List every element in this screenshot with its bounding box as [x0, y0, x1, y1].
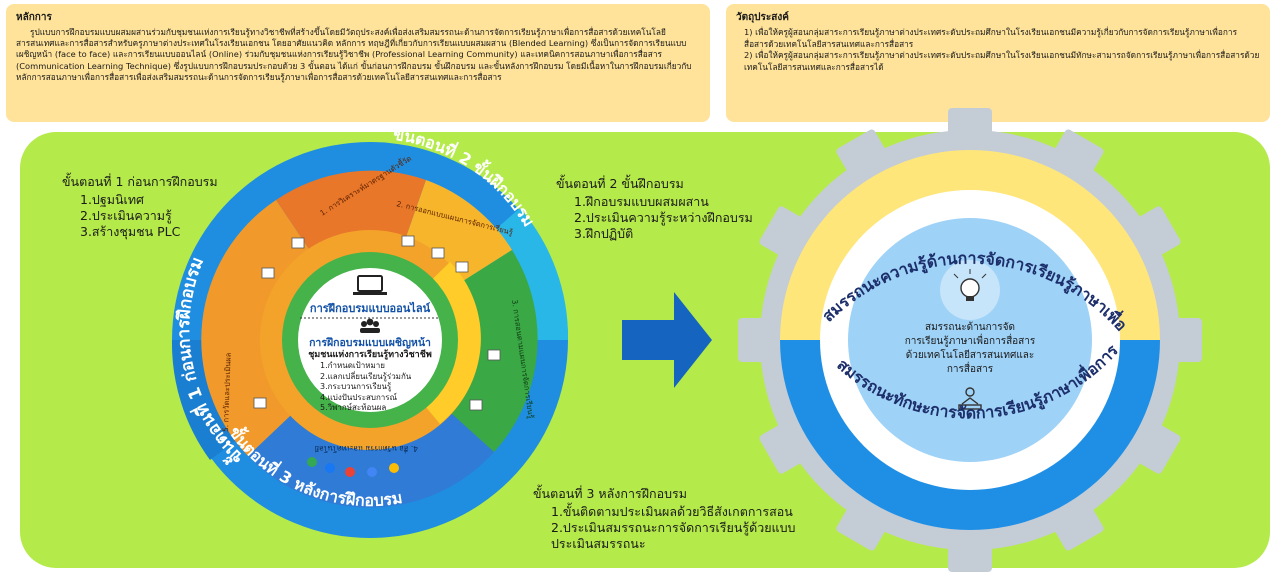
gear-center-disc	[848, 218, 1092, 462]
step1-item-2: 2.ประเมินความรู้	[80, 208, 172, 223]
chrome-icon	[345, 467, 355, 477]
teacher-icon	[958, 387, 982, 410]
objective-heading: วัตถุประสงค์	[736, 12, 789, 23]
monitor-icon	[261, 267, 275, 279]
monitor-icon	[487, 349, 501, 361]
gear-center-line-4: การสื่อสาร	[947, 361, 994, 375]
center-disc	[298, 268, 442, 412]
laptop-icon	[353, 275, 387, 295]
gear-center-line-2: การเรียนรู้ภาษาเพื่อการสื่อสาร	[905, 333, 1036, 347]
step2-item-3: 3.ฝึกปฏิบัติ	[574, 226, 634, 241]
step1-title: ขั้นตอนที่ 1 ก่อนการฝึกอบรม	[62, 174, 218, 189]
app-icon-3	[389, 463, 399, 473]
plc-step-1: 1.กำหนดเป้าหมาย	[320, 361, 385, 370]
principle-heading: หลักการ	[16, 12, 52, 23]
objective-box: วัตถุประสงค์ 1) เพื่อให้ครูผู้สอนกลุ่มสา…	[726, 4, 1270, 122]
plc-label: ชุมชนแห่งการเรียนรู้ทางวิชาชีพ	[308, 350, 432, 360]
app-icons	[307, 457, 399, 477]
step2-item-1: 1.ฝึกอบรมแบบผสมผสาน	[574, 194, 709, 209]
f2f-training-label: การฝึกอบรมแบบเผชิญหน้า	[309, 337, 431, 349]
step2-item-2: 2.ประเมินความรู้ระหว่างฝึกอบรม	[574, 210, 753, 225]
monitor-icon	[469, 399, 483, 411]
facebook-icon	[325, 463, 335, 473]
step1-item-3: 3.สร้างชุมชน PLC	[80, 224, 181, 239]
monitor-icon	[291, 237, 305, 249]
step1-list: ขั้นตอนที่ 1 ก่อนการฝึกอบรม 1.ปฐมนิเทศ 2…	[62, 174, 218, 240]
gear-center-line-1: สมรรถนะด้านการจัด	[925, 321, 1015, 333]
objective-item-1: 1) เพื่อให้ครูผู้สอนกลุ่มสาระการเรียนรู้…	[744, 27, 1238, 49]
device-icons	[253, 235, 501, 411]
monitor-icon	[431, 247, 445, 259]
step2-list: ขั้นตอนที่ 2 ขั้นฝึกอบรม 1.ฝึกอบรมแบบผสม…	[556, 176, 753, 242]
people-icon	[360, 318, 380, 333]
objective-item-2: 2) เพื่อให้ครูผู้สอนกลุ่มสาระการเรียนรู้…	[744, 50, 1260, 72]
segment-label-4: 4. สื่อ นวัตกรรม และเทคโนโลยี	[315, 444, 418, 454]
right-arrow-icon	[622, 292, 712, 388]
principle-box: หลักการ รูปแบบการฝึกอบรมแบบผสมผสานร่วมกั…	[6, 4, 710, 122]
gear-center-line-3: ด้วยเทคโนโลยีสารสนเทศและ	[906, 348, 1035, 361]
step3-list: ขั้นตอนที่ 3 หลังการฝึกอบรม 1.ขั้นติดตาม…	[533, 486, 813, 552]
step3-title: ขั้นตอนที่ 3 หลังการฝึกอบรม	[533, 486, 687, 501]
app-icon-1	[307, 457, 317, 467]
training-wheel: ขั้นตอนที่ 1 ก่อนการฝึกอบรม ขั้นตอนที่ 2…	[171, 122, 569, 538]
plc-step-2: 2.แลกเปลี่ยนเรียนรู้ร่วมกัน	[320, 371, 412, 381]
app-icon-2	[367, 467, 377, 477]
online-training-label: การฝึกอบรมแบบออนไลน์	[309, 302, 431, 315]
step3-item-1: 1.ขั้นติดตามประเมินผลด้วยวิธีสังเกตการสอ…	[551, 504, 793, 519]
segment-label-5: 5. การวัดและประเมินผล	[221, 352, 233, 432]
monitor-icon	[455, 261, 469, 273]
step1-item-1: 1.ปฐมนิเทศ	[80, 192, 144, 207]
step2-title: ขั้นตอนที่ 2 ขั้นฝึกอบรม	[556, 176, 684, 191]
principle-body: รูปแบบการฝึกอบรมแบบผสมผสานร่วมกับชุมชนแห…	[16, 27, 692, 82]
step3-item-2: 2.ประเมินสมรรถนะการจัดการเรียนรู้ด้วยแบบ…	[551, 520, 796, 551]
f2f-training-block: การฝึกอบรมแบบเผชิญหน้า ชุมชนแห่งการเรียน…	[296, 337, 444, 414]
plc-step-4: 4.แบ่งปันประสบการณ์	[320, 392, 398, 402]
monitor-icon	[253, 397, 267, 409]
plc-step-5: 5.วิพากษ์สะท้อนผล	[320, 403, 387, 412]
plc-step-3: 3.กระบวนการเรียนรู้	[320, 382, 392, 391]
monitor-icon	[401, 235, 415, 247]
lightbulb-icon	[953, 269, 987, 301]
